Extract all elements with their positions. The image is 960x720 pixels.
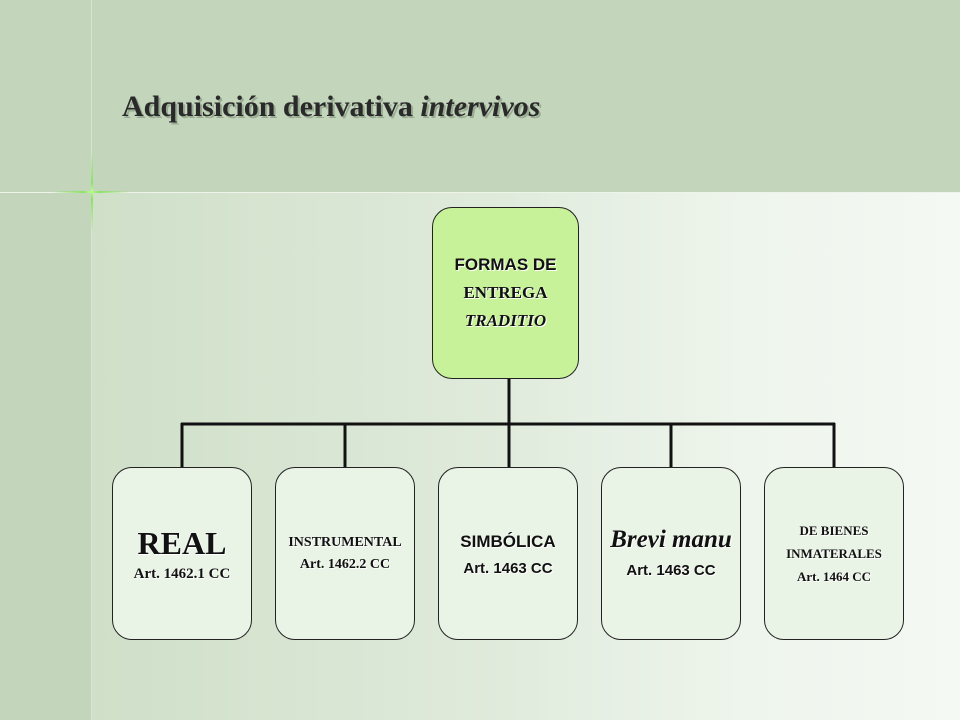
child-node-brevi-manu: Brevi manu Art. 1463 CC [601, 467, 741, 640]
header-divider-line [0, 192, 960, 193]
vertical-divider-line [91, 0, 92, 720]
child-name: Brevi manu [610, 525, 732, 553]
title-italic: intervivos [420, 90, 541, 123]
root-node-formas-de-entrega: FORMAS DE ENTREGA TRADITIO [432, 207, 579, 379]
child-article: Art. 1463 CC [626, 561, 716, 579]
title-main: Adquisición derivativa [122, 90, 413, 123]
child-article: Art. 1462.1 CC [133, 565, 231, 582]
root-line-3: TRADITIO [464, 311, 547, 330]
child-node-real: REAL Art. 1462.1 CC [112, 467, 252, 640]
child-node-bienes-inmateriales: DE BIENES INMATERALES Art. 1464 CC [764, 467, 904, 640]
child-name: INSTRUMENTAL [288, 534, 402, 550]
root-line-2: ENTREGA [463, 283, 548, 302]
child-article: Art. 1462.2 CC [299, 556, 391, 572]
child-node-simbolica: SIMBÓLICA Art. 1463 CC [438, 467, 578, 640]
child-article: Art. 1463 CC [463, 559, 553, 577]
child-name: SIMBÓLICA [460, 531, 556, 551]
child-name-line-1: DE BIENES [799, 523, 869, 538]
child-node-instrumental: INSTRUMENTAL Art. 1462.2 CC [275, 467, 415, 640]
child-name-line-2: INMATERALES [786, 546, 882, 561]
left-band [0, 193, 92, 720]
page-title: Adquisición derivativa intervivos [122, 90, 540, 124]
root-line-1: FORMAS DE [454, 255, 557, 274]
child-article: Art. 1464 CC [796, 569, 871, 584]
child-name: REAL [137, 524, 227, 561]
